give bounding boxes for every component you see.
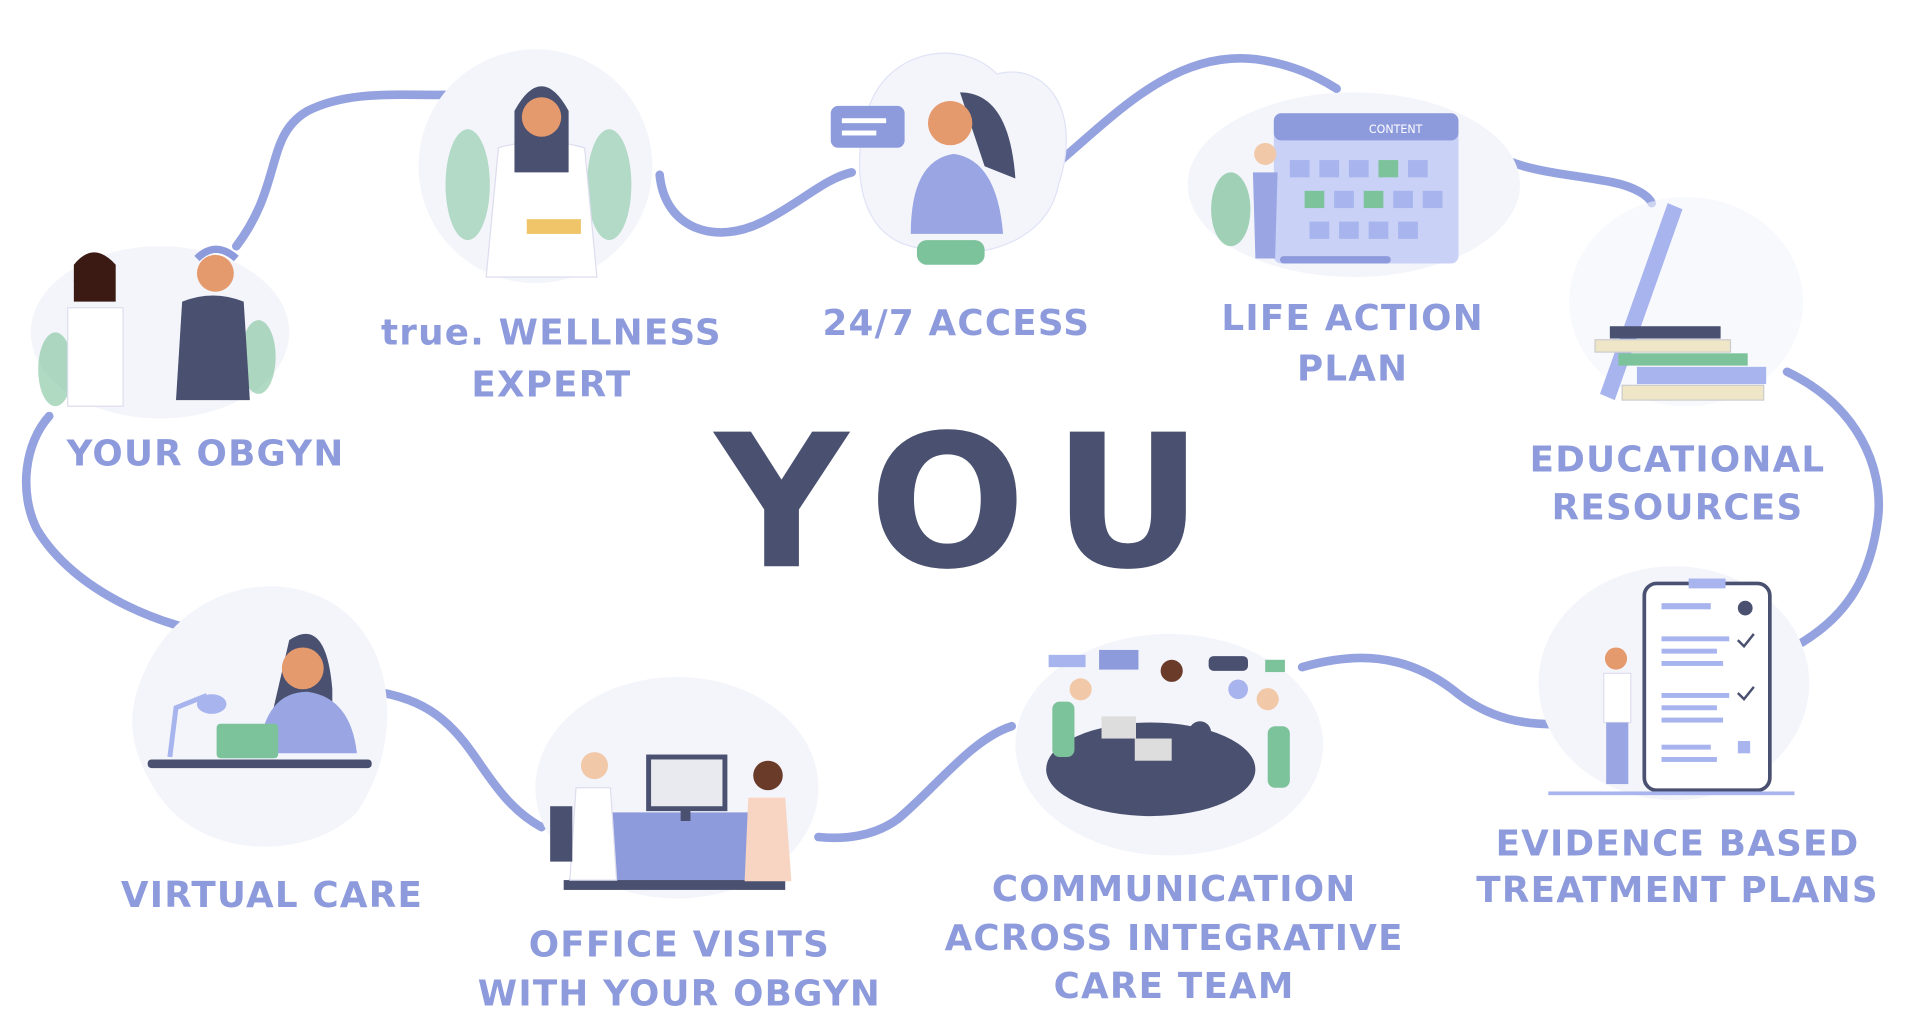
wellness-expert-illustration [445, 86, 632, 278]
node-office-visits: OFFICE VISITS WITH YOUR OBGYN [478, 677, 881, 1015]
office-visit-illustration [550, 752, 792, 890]
node-label: WITH YOUR OBGYN [478, 974, 881, 1015]
node-communication-care-team: COMMUNICATION ACROSS INTEGRATIVE CARE TE… [945, 633, 1404, 1007]
node-label: LIFE ACTION [1221, 298, 1483, 339]
node-24-7-access: 24/7 ACCESS [822, 52, 1090, 344]
calendar-plan-illustration: CONTENT [1211, 113, 1459, 264]
content-badge: CONTENT [1369, 123, 1423, 136]
node-label: 24/7 ACCESS [822, 303, 1090, 344]
node-label: CARE TEAM [1054, 966, 1295, 1007]
node-label: TREATMENT PLANS [1476, 870, 1878, 911]
node-label: ACROSS INTEGRATIVE [945, 918, 1404, 959]
node-label: true. WELLNESS [381, 313, 722, 354]
doctor-and-patient-illustration [38, 245, 276, 407]
node-educational-resources: EDUCATIONAL RESOURCES [1530, 197, 1826, 528]
node-virtual-care: VIRTUAL CARE [121, 586, 423, 916]
laptop-illustration [147, 633, 372, 769]
phone-chat-illustration [830, 92, 1016, 265]
node-label: OFFICE VISITS [529, 924, 830, 965]
node-label: VIRTUAL CARE [121, 875, 423, 916]
node-label: COMMUNICATION [992, 869, 1357, 910]
node-label: YOUR OBGYN [66, 433, 345, 474]
checklist-illustration [1548, 578, 1795, 796]
node-label: EDUCATIONAL [1530, 439, 1826, 480]
node-evidence-based-treatment: EVIDENCE BASED TREATMENT PLANS [1476, 566, 1878, 911]
node-wellness-expert: true. WELLNESS EXPERT [381, 49, 722, 405]
node-label: RESOURCES [1552, 487, 1804, 528]
center-you-label: YOU [713, 395, 1230, 610]
node-life-action-plan: CONTENT LIFE ACTION PLAN [1187, 92, 1520, 389]
node-label: EXPERT [471, 364, 631, 405]
node-your-obgyn: YOUR OBGYN [30, 245, 345, 474]
books-illustration [1594, 203, 1767, 401]
node-label: EVIDENCE BASED [1496, 823, 1860, 864]
node-label: PLAN [1297, 348, 1408, 389]
team-meeting-illustration [1046, 649, 1290, 817]
connecting-path [21, 53, 1884, 843]
